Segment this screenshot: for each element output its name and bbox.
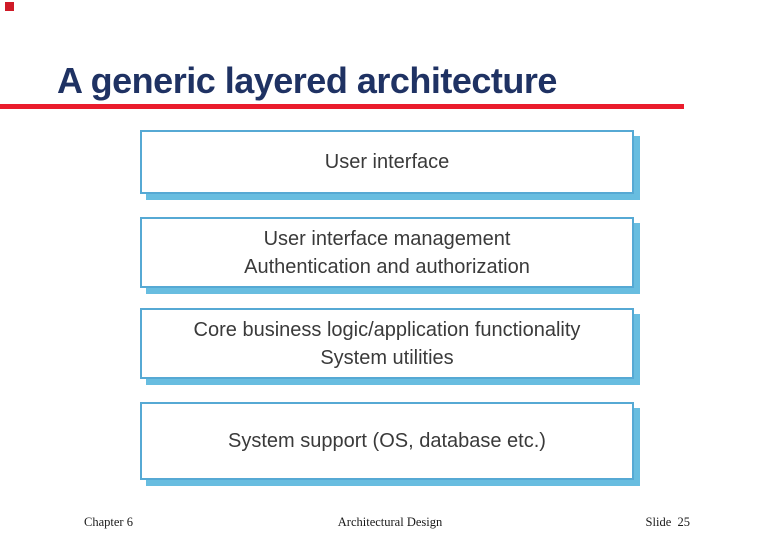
layer-box-system-support: System support (OS, database etc.) [140,402,634,480]
footer-book-section-title: Architectural Design [337,515,443,529]
layer-label: User interface [324,151,450,173]
layer-label: System support (OS, database etc.) [228,430,546,452]
layer-label: User interface management [263,227,511,250]
layer-label: Authentication and authorization [244,255,530,278]
layer-label: Core business logic/application function… [193,318,581,341]
layer-box-ui-management: User interface management Authentication… [140,217,634,288]
layer-box-core-business-logic: Core business logic/application function… [140,308,634,379]
footer-slide-number: Slide 25 [645,515,690,529]
layer-box-user-interface: User interface [140,130,634,194]
layered-architecture-diagram: User interface User interface management… [140,130,634,486]
corner-marker-square [5,2,14,11]
footer-chapter: Chapter 6 [84,515,133,529]
slide-footer: Chapter 6 Architectural Design Slide 25 [0,514,780,530]
layer-label: System utilities [320,346,454,369]
slide-title: A generic layered architecture [57,60,557,101]
title-underline-rule [0,104,684,109]
